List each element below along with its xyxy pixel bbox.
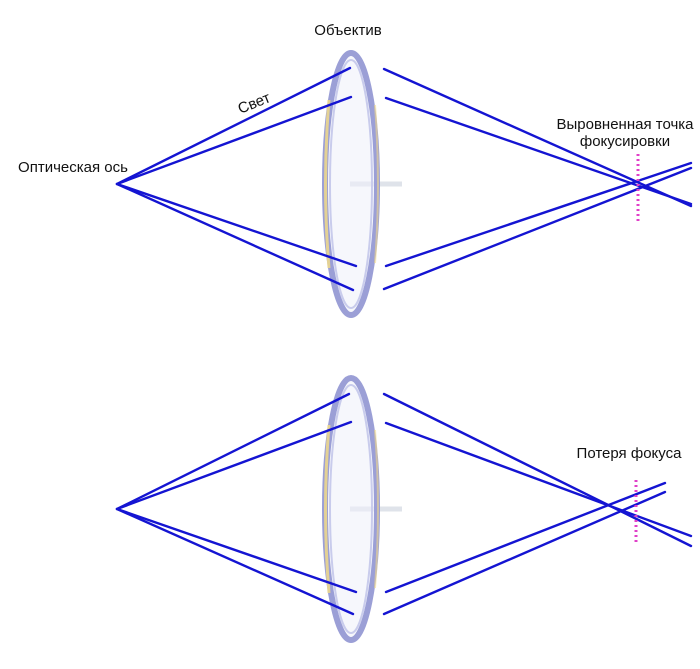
focus-loss-label: Потеря фокуса: [577, 445, 683, 462]
lens: [322, 375, 380, 643]
focus-loss-panel: Потеря фокуса: [34, 375, 693, 643]
incoming-rays: [115, 66, 358, 292]
incoming-rays: [115, 392, 358, 616]
outgoing-rays: [382, 392, 693, 616]
optical-axis-label: Оптическая ось: [18, 159, 128, 176]
lens: [322, 50, 380, 318]
outgoing-rays: [382, 67, 693, 291]
light-label: Свет: [236, 89, 273, 117]
lens-label: Объектив: [314, 22, 381, 39]
aligned-focus-panel: Объектив Свет Оптическая ось Выровненная…: [18, 22, 694, 318]
aligned-focus-label-line2: фокусировки: [580, 133, 670, 150]
aligned-focus-label-line1: Выровненная точка: [556, 116, 694, 133]
